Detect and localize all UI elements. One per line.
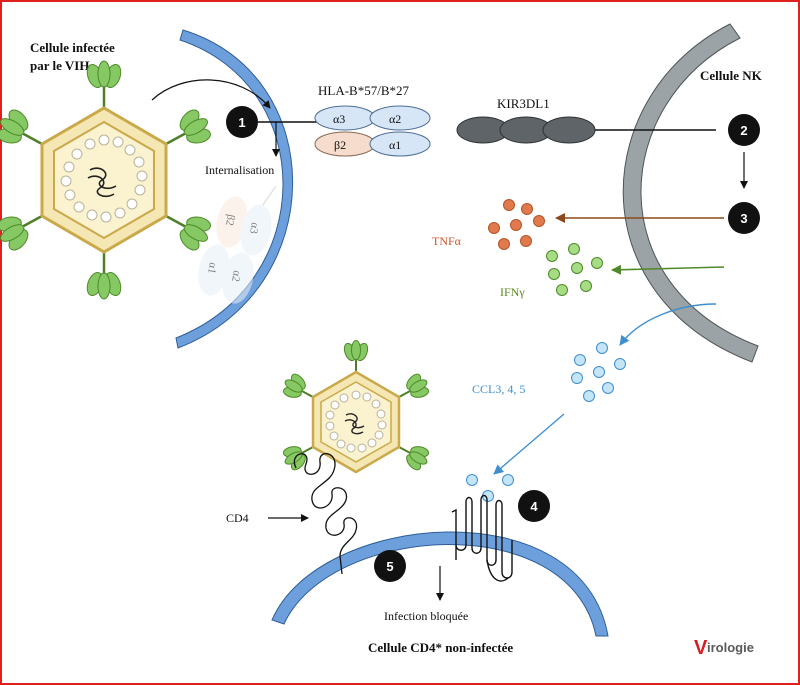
hiv-virion-icon-2 <box>282 340 430 474</box>
svg-text:2: 2 <box>740 123 747 138</box>
nk-cell-membrane <box>622 23 759 363</box>
step-badge-2: 2 <box>728 114 760 146</box>
step-badge-3: 3 <box>728 202 760 234</box>
svg-text:α2: α2 <box>389 112 401 126</box>
virologie-logo: V irologie <box>694 637 754 659</box>
svg-text:α1: α1 <box>205 261 219 274</box>
tnf-cytokine-dots <box>488 199 545 250</box>
ccl-arrow-in <box>619 303 717 346</box>
cd4-label: CD4 <box>226 511 249 525</box>
infection-blocked-label: Infection bloquée <box>384 609 468 623</box>
ifn-cytokine-dots <box>546 243 603 296</box>
step-badge-5: 5 <box>374 550 406 582</box>
kir3dl1-receptor <box>456 116 716 144</box>
hla-label: HLA-B*57/B*27 <box>318 83 410 98</box>
svg-text:5: 5 <box>386 559 393 574</box>
infected-cell-label: Cellule infectée par le VIH <box>30 40 115 73</box>
svg-text:par le VIH: par le VIH <box>30 58 89 73</box>
hla-molecule: α3 α2 β2 α1 <box>258 105 431 157</box>
kir3dl1-label: KIR3DL1 <box>497 96 550 111</box>
internalisation-label: Internalisation <box>205 163 274 177</box>
svg-text:α1: α1 <box>389 138 401 152</box>
svg-text:β2: β2 <box>334 138 346 152</box>
svg-text:Cellule infectée: Cellule infectée <box>30 40 115 55</box>
svg-text:irologie: irologie <box>707 640 754 655</box>
cd4-molecule <box>293 452 358 575</box>
svg-text:4: 4 <box>530 499 538 514</box>
infected-cell-membrane <box>175 29 294 349</box>
ccl-chemokine-dots <box>571 342 626 402</box>
ccr5-cytoplasmic-tail <box>486 559 509 582</box>
svg-text:α3: α3 <box>333 112 345 126</box>
tnf-label: TNFα <box>432 234 462 248</box>
cd4-cell-membrane <box>271 531 609 637</box>
ifn-arrow <box>611 264 725 275</box>
nk-cell-label: Cellule NK <box>700 68 763 83</box>
svg-text:1: 1 <box>238 115 245 130</box>
ccl-label: CCL3, 4, 5 <box>472 382 525 396</box>
uninfected-cell-label: Cellule CD4* non-infectée <box>368 640 513 655</box>
hiv-virion-icon <box>0 60 211 300</box>
step-badge-4: 4 <box>518 490 550 522</box>
step-badge-1: 1 <box>226 106 258 138</box>
svg-text:3: 3 <box>740 211 747 226</box>
svg-text:V: V <box>694 637 708 659</box>
ccl-arrow-out <box>493 413 565 475</box>
svg-text:α3: α3 <box>247 221 261 235</box>
ifn-label: IFNγ <box>500 285 525 299</box>
svg-text:β2: β2 <box>223 213 237 226</box>
ccr5-receptor <box>451 494 513 579</box>
svg-text:α2: α2 <box>229 269 243 282</box>
arrow-virus-to-membrane <box>151 79 271 109</box>
ccl-bound-dots <box>466 474 514 502</box>
internalized-hla-molecule: β2 α3 α1 α2 <box>198 185 277 304</box>
